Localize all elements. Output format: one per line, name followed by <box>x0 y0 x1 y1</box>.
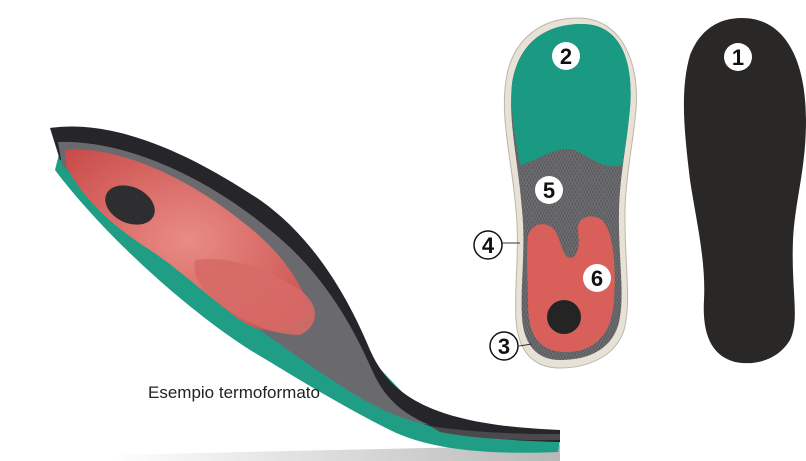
svg-text:5: 5 <box>543 178 555 203</box>
marker-5: 5 <box>535 176 563 204</box>
svg-text:2: 2 <box>560 44 572 69</box>
svg-text:4: 4 <box>482 233 495 258</box>
caption: Esempio termoformato <box>148 383 320 403</box>
marker-2: 2 <box>552 42 580 70</box>
svg-text:3: 3 <box>498 334 510 359</box>
insole-bottom-view <box>684 18 806 363</box>
marker-3: 3 <box>490 332 518 360</box>
thermoformed-insole-side-view <box>50 127 560 453</box>
svg-text:1: 1 <box>732 45 744 70</box>
marker-4: 4 <box>474 231 502 259</box>
svg-text:6: 6 <box>591 266 603 291</box>
marker-1: 1 <box>724 43 752 71</box>
marker-6: 6 <box>583 264 611 292</box>
insole-top-view <box>504 18 636 368</box>
